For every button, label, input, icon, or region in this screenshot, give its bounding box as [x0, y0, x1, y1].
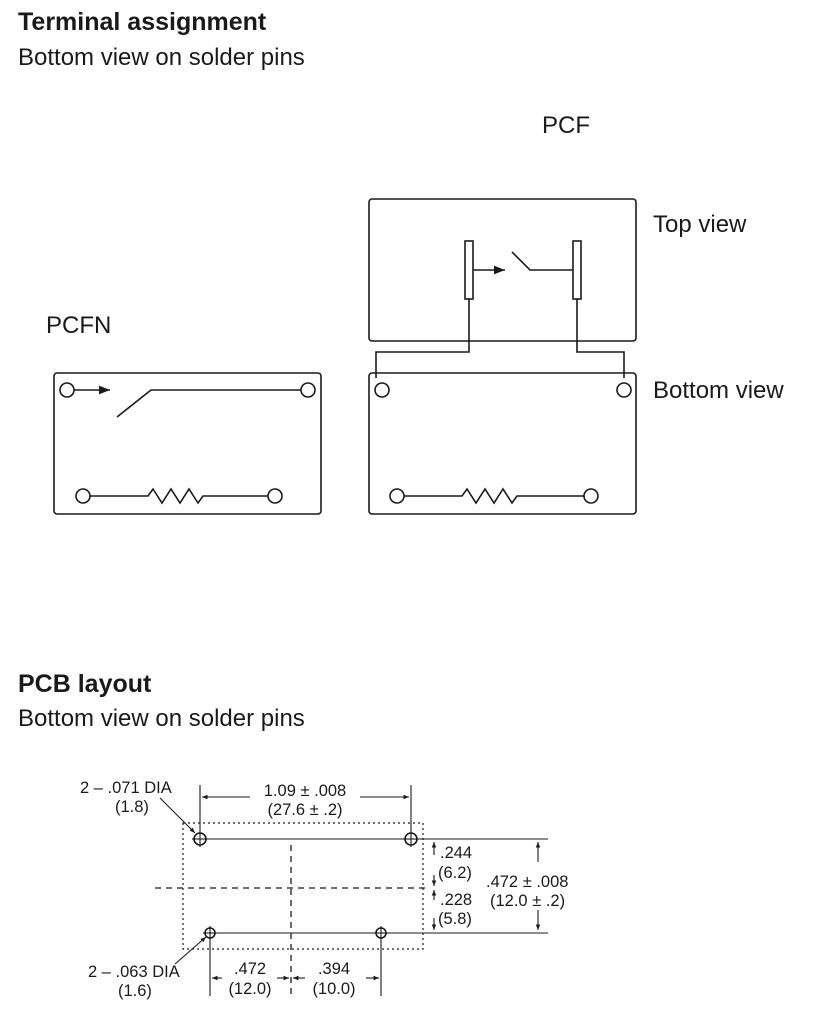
pin [267, 488, 283, 504]
coil-resistor [90, 487, 268, 505]
pcf-label: PCF [542, 112, 590, 139]
right-mm-text: (10.0) [312, 980, 355, 998]
hole-small-callout-mm: (1.6) [118, 982, 152, 1000]
pcfn-label: PCFN [46, 312, 111, 339]
hole-large-callout-mm: (1.8) [115, 798, 149, 816]
pin [75, 488, 91, 504]
right-inch-text: .394 [318, 960, 350, 978]
bottom-view-label: Bottom view [653, 377, 784, 404]
leader-line [174, 936, 207, 965]
lower-mm-text: (5.8) [438, 910, 472, 928]
hole-large [192, 831, 208, 847]
hole-small [203, 926, 217, 940]
coil-resistor [404, 487, 584, 505]
hole-small-callout: 2 – .063 DIA [88, 963, 180, 981]
height-inch-text: .472 ± .008 [486, 873, 568, 891]
pcfn-bottom-view [53, 372, 322, 515]
left-mm-text: (12.0) [228, 980, 271, 998]
pcb-drawing: 1.09 ± .008 (27.6 ± .2) 2 – .071 DIA (1.… [80, 779, 568, 1000]
switch-contact [116, 389, 301, 418]
pcf-bottom-body [368, 372, 637, 515]
pcf-top-view [368, 198, 637, 378]
terminal-assignment-title: Terminal assignment [18, 8, 267, 36]
contact-bar-left [464, 240, 474, 300]
pin [583, 488, 599, 504]
terminal-assignment-subtitle: Bottom view on solder pins [18, 44, 305, 71]
pin [616, 382, 632, 398]
upper-mm-text: (6.2) [438, 864, 472, 882]
left-inch-text: .472 [234, 960, 266, 978]
pcfn-body [53, 372, 322, 515]
pcb-layout-subtitle: Bottom view on solder pins [18, 705, 305, 732]
width-mm-text: (27.6 ± .2) [267, 801, 342, 819]
height-mm-text: (12.0 ± .2) [490, 892, 565, 910]
pin [59, 382, 75, 398]
top-view-label: Top view [653, 211, 747, 238]
width-inch-text: 1.09 ± .008 [264, 782, 346, 800]
hole-small [374, 926, 388, 940]
hole-large-callout: 2 – .071 DIA [80, 779, 172, 797]
pin [300, 382, 316, 398]
upper-inch-text: .244 [440, 844, 472, 862]
contact-bar-right [572, 240, 582, 300]
wire-right [576, 299, 625, 378]
relay-outline [182, 822, 424, 950]
leader-line [159, 797, 196, 834]
lower-inch-text: .228 [440, 891, 472, 909]
switch-contact [511, 251, 573, 271]
hole-large [403, 831, 419, 847]
wire-left [375, 299, 470, 378]
pin [389, 488, 405, 504]
pcb-layout-title: PCB layout [18, 670, 152, 698]
pin [374, 382, 390, 398]
pcf-top-body [368, 198, 637, 342]
pcf-bottom-view [368, 372, 637, 515]
